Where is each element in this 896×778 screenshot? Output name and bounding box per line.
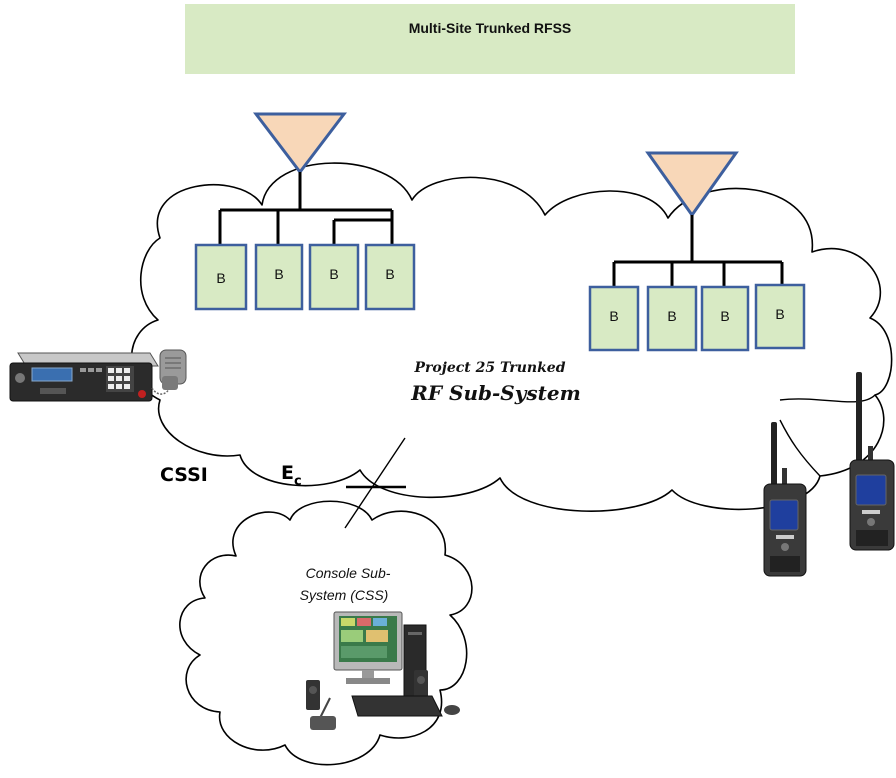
- base-station-icon: B: [194, 243, 248, 311]
- cssi-label: CSSI: [160, 464, 208, 486]
- base-station-icon: B: [588, 285, 640, 352]
- site-1: B B B B: [194, 112, 416, 311]
- base-station-label: B: [775, 306, 784, 322]
- css-interface-line: [344, 437, 406, 529]
- css-label-line2: System (CSS): [300, 587, 389, 603]
- base-station-label: B: [609, 308, 618, 324]
- base-station-icon: B: [646, 285, 698, 352]
- base-station-icon: B: [254, 243, 304, 311]
- base-station-label: B: [216, 270, 225, 286]
- base-station-label: B: [329, 266, 338, 282]
- ec-label-main: E: [281, 462, 294, 484]
- rfss-label-line1: Project 25 Trunked: [414, 360, 566, 376]
- base-station-label: B: [667, 308, 676, 324]
- ec-label-subscript: c: [294, 474, 302, 489]
- css-label-line1: Console Sub-: [306, 565, 391, 581]
- control-station-radio-icon: [9, 349, 187, 402]
- rfss-label-line2: RF Sub-System: [410, 381, 581, 405]
- console-workstation-icon: [306, 611, 460, 730]
- base-station-label: B: [274, 266, 283, 282]
- portable-radio-icon: [763, 422, 807, 577]
- base-station-icon: B: [754, 283, 806, 350]
- antenna-icon: [252, 112, 348, 175]
- site-2: B B B B: [588, 151, 806, 352]
- title-band: [185, 4, 795, 74]
- antenna-icon: [645, 151, 739, 218]
- base-station-icon: B: [700, 285, 750, 352]
- base-station-label: B: [385, 266, 394, 282]
- portable-radio-icon: [849, 372, 895, 551]
- cloud-inner-curve: [779, 419, 821, 477]
- diagram-title: Multi-Site Trunked RFSS: [409, 20, 572, 36]
- cloud-inner-curve: [779, 394, 876, 403]
- base-station-icon: B: [364, 243, 416, 311]
- ec-label: Ec: [281, 462, 302, 489]
- base-station-icon: B: [308, 243, 360, 311]
- base-station-label: B: [720, 308, 729, 324]
